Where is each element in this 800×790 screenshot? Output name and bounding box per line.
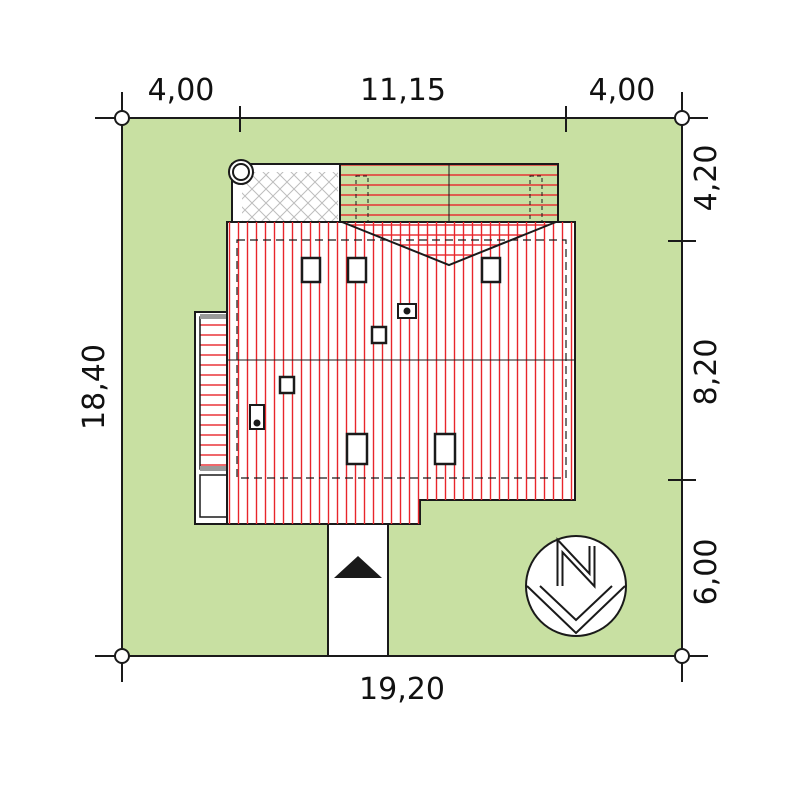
dim-right-middle: 8,20 bbox=[689, 339, 724, 406]
terrace-column-inner bbox=[232, 163, 250, 181]
wall-outline-dashed bbox=[236, 239, 567, 479]
main-roof-rafters bbox=[227, 222, 575, 524]
dim-top-left: 4,00 bbox=[148, 73, 215, 108]
roof-window-small bbox=[370, 325, 388, 345]
terrace-paving bbox=[242, 172, 338, 222]
left-annex-roof bbox=[199, 316, 229, 470]
roof-window bbox=[433, 432, 457, 466]
dim-bottom: 19,20 bbox=[359, 672, 445, 707]
dim-top-middle: 11,15 bbox=[360, 73, 446, 108]
roof-window bbox=[480, 256, 502, 284]
roof-valley bbox=[341, 221, 557, 267]
dimension-nodes bbox=[114, 110, 690, 664]
dim-right-bottom: 6,00 bbox=[689, 539, 724, 606]
roof-windows bbox=[278, 256, 502, 466]
dim-left: 18,40 bbox=[77, 344, 112, 430]
roof-vents bbox=[249, 303, 417, 430]
roof-valley-fill bbox=[342, 222, 556, 265]
roof-window-small bbox=[278, 375, 296, 395]
dim-top-right: 4,00 bbox=[589, 73, 656, 108]
dimension-lines bbox=[95, 92, 708, 682]
annex-gutter-top bbox=[200, 314, 228, 319]
driveway bbox=[327, 521, 389, 657]
north-arrow-icon bbox=[525, 535, 627, 637]
dim-right-top: 4,20 bbox=[689, 145, 724, 212]
roof-window bbox=[346, 256, 368, 284]
annex-gutter-bottom bbox=[200, 466, 228, 471]
entrance-arrow-icon bbox=[334, 556, 382, 578]
roof-window bbox=[300, 256, 322, 284]
left-annex-step bbox=[199, 474, 229, 518]
roof-window bbox=[345, 432, 369, 466]
